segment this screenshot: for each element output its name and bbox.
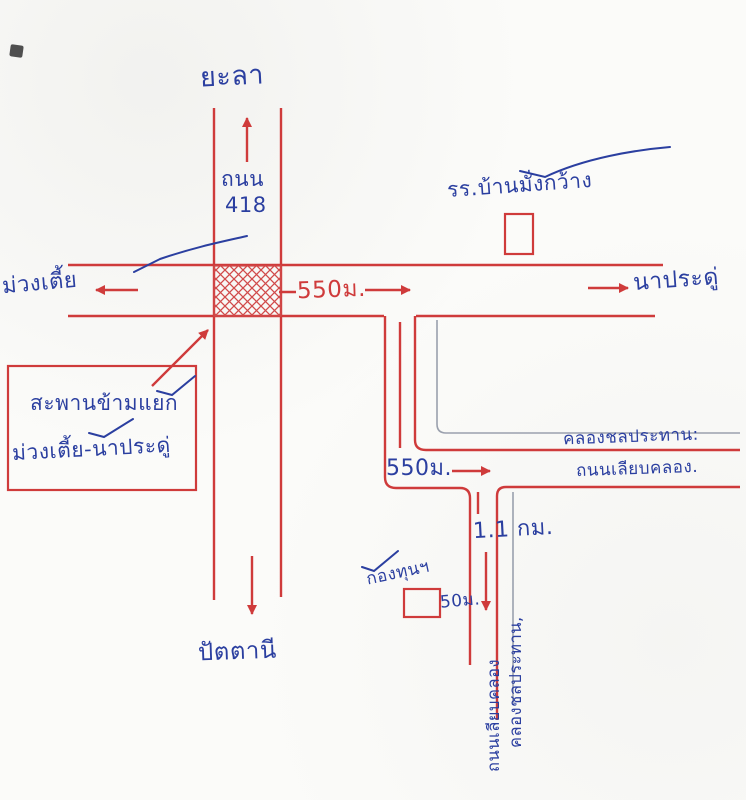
- check-stroke-fund-label: [361, 550, 399, 573]
- label-distance-south: 1.1 กม.: [472, 514, 554, 545]
- bridge-note-box: [6, 364, 198, 492]
- branch-road-outer-edge: [383, 316, 472, 665]
- crosshatch-intersection: [213, 265, 282, 317]
- label-canal-road: ถนนเลียบคลอง.: [575, 456, 699, 482]
- canal-line-east: [436, 320, 740, 434]
- label-destination-south: ปัตตานี: [197, 635, 278, 667]
- label-distance-fund: 50ม.: [439, 589, 481, 613]
- fund-building-marker: [402, 587, 442, 619]
- label-destination-east: นาประดู่: [632, 264, 720, 296]
- label-bridge-note-line1: สะพานข้ามแยก: [30, 391, 179, 415]
- check-stroke-school-label: [519, 146, 671, 179]
- label-distance-main: 550ม.: [296, 275, 367, 305]
- arrow-bridge-note-icon: [151, 329, 209, 387]
- school-building-marker: [503, 212, 535, 256]
- label-route-number: ถนน 418: [221, 166, 267, 219]
- canal-side-road-edge: [495, 485, 740, 720]
- label-distance-branch: 550ม.: [386, 456, 452, 481]
- branch-road-inner-edge: [413, 316, 740, 452]
- route-name-line1: ถนน: [221, 167, 264, 191]
- label-canal-road-vertical: ถนนเลียบคลอง: [484, 658, 503, 772]
- route-name-line2: 418: [225, 193, 267, 218]
- check-stroke-west-label: [133, 235, 248, 273]
- label-destination-north: ยะลา: [199, 59, 265, 94]
- check-stroke-bridge-line2: [88, 418, 134, 439]
- label-canal-vertical: คลองชลประทาน,: [506, 616, 525, 748]
- check-stroke-bridge-line1: [156, 375, 196, 397]
